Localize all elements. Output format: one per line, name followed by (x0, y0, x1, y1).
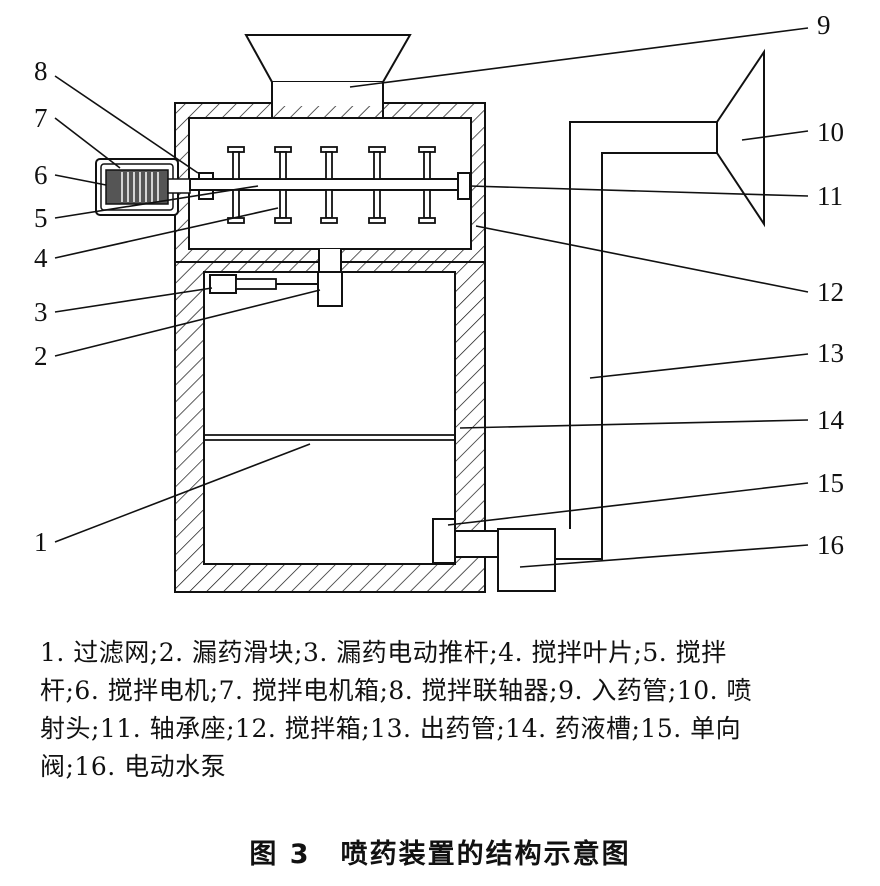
label-16: 16 (817, 530, 844, 560)
legend-line: 射头;11. 轴承座;12. 搅拌箱;13. 出药管;14. 药液槽;15. 单… (40, 714, 742, 743)
discharge-opening (318, 249, 342, 272)
leader-lines (54, 27, 809, 568)
filter-screen (204, 434, 455, 441)
bearing-seat (457, 172, 471, 200)
electric-push-rod (209, 274, 318, 294)
part-labels: 8 7 6 5 4 3 2 1 9 10 11 12 13 14 15 16 (34, 10, 845, 560)
figure-label: 图 3 (249, 839, 311, 870)
legend-line: 阀;16. 电动水泵 (40, 752, 227, 781)
label-7: 7 (34, 103, 48, 133)
label-4: 4 (34, 243, 48, 273)
label-13: 13 (817, 338, 844, 368)
stirring-motor (105, 169, 191, 205)
structure-diagram: 8 7 6 5 4 3 2 1 9 10 11 12 13 14 15 16 (34, 10, 845, 593)
label-15: 15 (817, 468, 844, 498)
legend-line: 杆;6. 搅拌电机;7. 搅拌电机箱;8. 搅拌联轴器;9. 入药管;10. 喷 (40, 676, 753, 705)
label-9: 9 (817, 10, 831, 40)
connecting-pipe (454, 530, 501, 558)
label-10: 10 (817, 117, 844, 147)
label-12: 12 (817, 277, 844, 307)
spray-head (716, 48, 765, 228)
label-2: 2 (34, 341, 48, 371)
label-3: 3 (34, 297, 48, 327)
label-6: 6 (34, 160, 48, 190)
label-11: 11 (817, 181, 843, 211)
label-8: 8 (34, 56, 48, 86)
label-5: 5 (34, 203, 48, 233)
outlet-pipe (555, 121, 717, 560)
figure-title: 喷药装置的结构示意图 (340, 839, 631, 870)
leak-slider (317, 271, 343, 307)
electric-pump (497, 528, 556, 592)
legend: 1. 过滤网;2. 漏药滑块;3. 漏药电动推杆;4. 搅拌叶片;5. 搅拌 杆… (40, 634, 860, 786)
check-valve (432, 518, 456, 564)
label-1: 1 (34, 527, 48, 557)
label-14: 14 (817, 405, 845, 435)
legend-line: 1. 过滤网;2. 漏药滑块;3. 漏药电动推杆;4. 搅拌叶片;5. 搅拌 (40, 638, 727, 667)
stirring-shaft (189, 178, 461, 191)
figure-caption: 图 3 喷药装置的结构示意图 (0, 832, 880, 871)
